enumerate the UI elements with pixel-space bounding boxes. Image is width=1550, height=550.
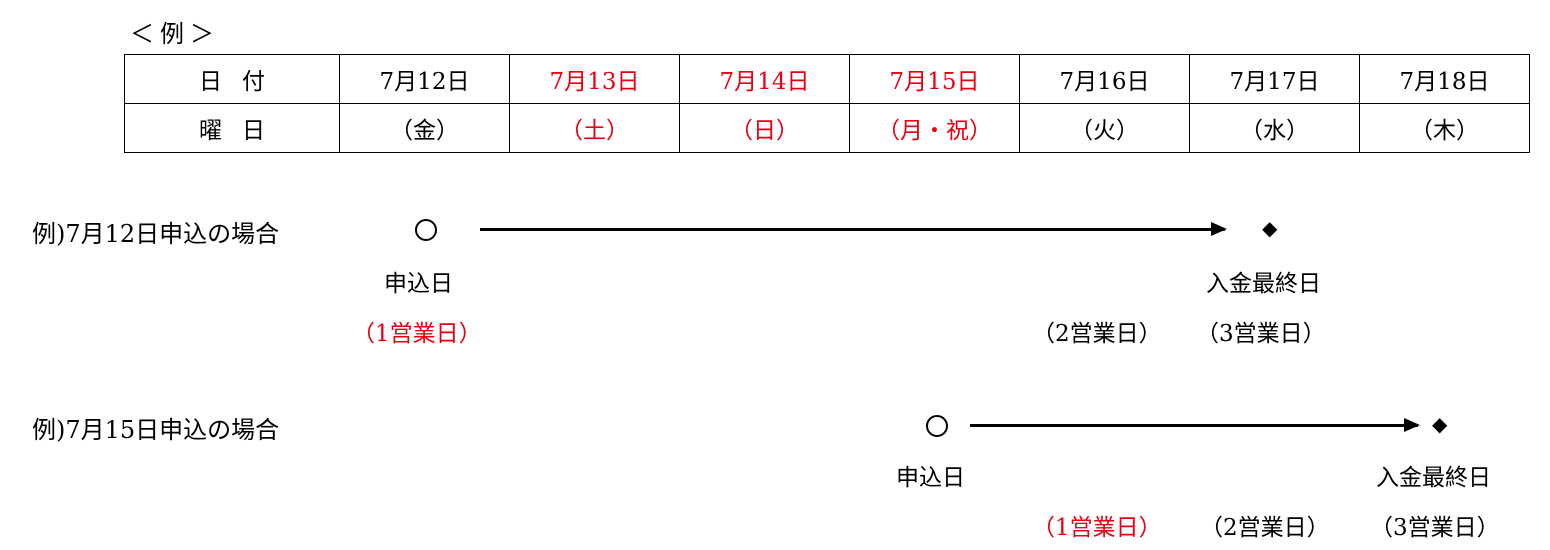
- example2-day2: （2営業日）: [1200, 515, 1330, 541]
- weekday-cell: （土）: [509, 103, 680, 153]
- example2-start-label: 申込日: [896, 465, 965, 491]
- date-cell: 7月18日: [1359, 54, 1530, 104]
- example1-label: 例)7月12日申込の場合: [32, 220, 280, 248]
- arrow-icon: [480, 222, 1227, 236]
- arrow-icon: [970, 418, 1420, 432]
- weekday-cell: （水）: [1189, 103, 1360, 153]
- date-cell: 7月17日: [1189, 54, 1360, 104]
- date-row: 日付 7月12日 7月13日 7月14日 7月15日 7月16日 7月17日 7…: [124, 54, 1530, 104]
- weekday-cell: （木）: [1359, 103, 1530, 153]
- example2-label: 例)7月15日申込の場合: [32, 416, 280, 444]
- diamond-icon: ◆: [1262, 216, 1278, 240]
- date-cell: 7月16日: [1019, 54, 1190, 104]
- date-header: 日付: [124, 54, 340, 104]
- example2-day3: （3営業日）: [1370, 515, 1500, 541]
- weekday-cell: （月・祝）: [849, 103, 1020, 153]
- diamond-icon: ◆: [1432, 412, 1448, 436]
- example1-day3: （3営業日）: [1196, 321, 1326, 347]
- example2-day1: （1営業日）: [1032, 515, 1162, 541]
- circle-icon: [415, 219, 437, 241]
- date-cell: 7月15日: [849, 54, 1020, 104]
- date-cell: 7月12日: [339, 54, 510, 104]
- date-cell: 7月14日: [679, 54, 850, 104]
- calendar-table: 日付 7月12日 7月13日 7月14日 7月15日 7月16日 7月17日 7…: [124, 54, 1530, 153]
- weekday-cell: （日）: [679, 103, 850, 153]
- date-cell: 7月13日: [509, 54, 680, 104]
- example1-end-label: 入金最終日: [1206, 271, 1321, 297]
- weekday-cell: （金）: [339, 103, 510, 153]
- weekday-row: 曜日 （金） （土） （日） （月・祝） （火） （水） （木）: [124, 103, 1530, 153]
- circle-icon: [926, 415, 948, 437]
- example-title: ＜例＞: [130, 20, 220, 48]
- weekday-header: 曜日: [124, 103, 340, 153]
- example1-start-label: 申込日: [384, 271, 453, 297]
- example1-day2: （2営業日）: [1032, 321, 1162, 347]
- weekday-cell: （火）: [1019, 103, 1190, 153]
- example2-end-label: 入金最終日: [1376, 465, 1491, 491]
- example1-day1: （1営業日）: [352, 321, 482, 347]
